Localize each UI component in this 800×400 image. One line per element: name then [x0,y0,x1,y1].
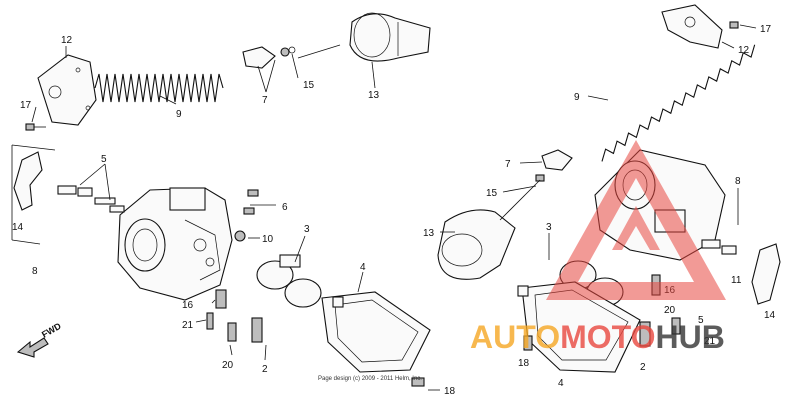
float-bowl-left [321,291,431,373]
callout-labels: 12 9 7 15 13 17 5 14 8 6 10 3 4 16 21 20… [12,24,776,397]
callout-6-left: 6 [282,202,288,213]
callout-5-right: 5 [698,315,704,326]
callout-21-right: 21 [704,336,716,347]
callout-2-left: 2 [262,364,268,375]
callout-10-left: 10 [262,234,274,245]
callout-15-right: 15 [486,188,498,199]
callout-9-right: 9 [574,92,580,103]
callout-11-right: 11 [731,275,742,286]
watermark-auto: AUTO [470,319,560,355]
carburetor-body-left [117,187,233,301]
piston-left [349,12,431,62]
callout-13-right: 13 [423,228,435,239]
watermark-hub: HUB [655,319,724,355]
callout-20-left: 20 [222,360,234,371]
copyright-text: Page design (c) 2009 - 2011 Helm, Inc. [318,376,422,382]
callout-2-right: 2 [640,362,646,373]
small-bolts-left [206,289,425,387]
watermark-triangle [546,140,726,300]
callout-7-right: 7 [505,159,511,170]
callout-18-left: 18 [444,386,456,397]
bolt-right-17 [729,21,739,29]
leader-lines [11,24,757,391]
screws-left [234,189,259,242]
callout-17-right: 17 [760,24,772,35]
float-left [256,254,322,308]
callout-21-left: 21 [182,320,194,331]
callout-13-left: 13 [368,90,380,101]
callout-12-left: 12 [61,35,73,46]
callout-3-right: 3 [546,222,552,233]
watermark-text: AUTOMOTOHUB [470,319,725,355]
needle-holder-left [242,46,296,69]
callout-12-right: 12 [738,45,750,56]
callout-18-right: 18 [518,358,530,369]
callout-3-left: 3 [304,224,310,235]
callout-9-left: 9 [176,109,182,120]
callout-8-left: 8 [32,266,38,277]
callout-17-left: 17 [20,100,32,111]
watermark-moto: MOTO [560,319,655,355]
callout-14-left: 14 [12,222,24,233]
needle-holder-right [535,149,573,182]
hose-left [13,151,43,211]
fwd-arrow: FWD [16,321,63,358]
callout-14-right: 14 [764,310,776,321]
callout-4-right: 4 [558,378,564,389]
top-cover-left [37,54,97,126]
callout-16-left: 16 [182,300,194,311]
callout-15-left: 15 [303,80,315,91]
watermark-triangle-inner [612,206,660,250]
callout-5-left: 5 [101,154,107,165]
watermark-logo: AUTOMOTOHUB [470,140,726,355]
bolt-left-17 [25,123,46,131]
jets-left [57,185,125,213]
fwd-label: FWD [40,321,63,340]
callout-8-right: 8 [735,176,741,187]
callout-20-right: 20 [664,305,676,316]
hose-right [751,243,781,305]
callout-7-left: 7 [262,95,268,106]
spring-right [601,44,756,162]
top-cover-right [661,4,723,49]
jets-right [701,239,737,255]
callout-4-left: 4 [360,262,366,273]
spring-left [94,73,224,103]
